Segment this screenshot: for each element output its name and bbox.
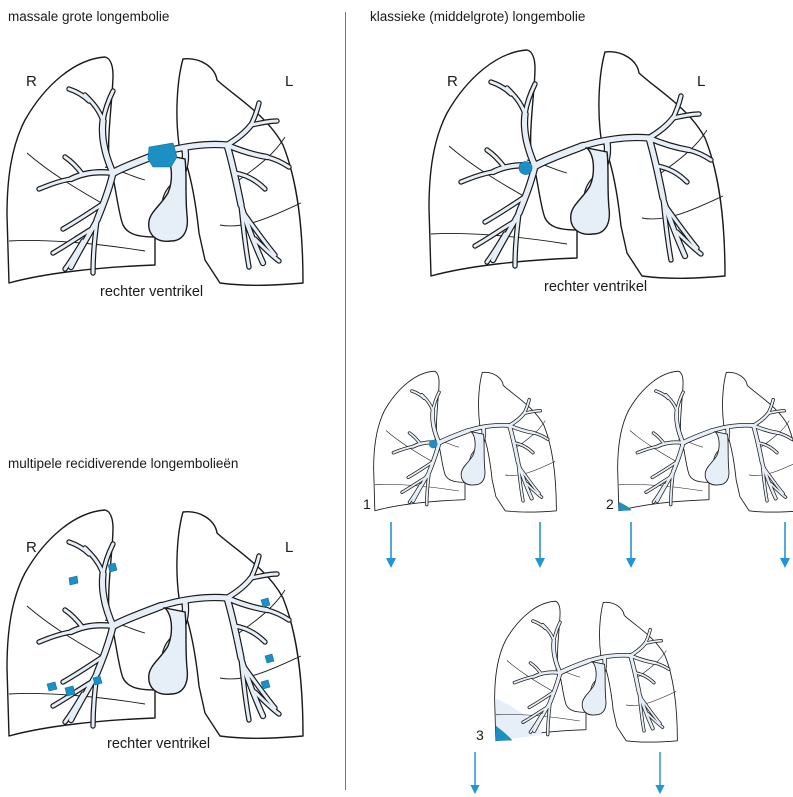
right-ventricle-outflow <box>149 155 188 241</box>
title-multiple: multipele recidiverende longembolieën <box>8 456 238 471</box>
embolus-marker <box>261 598 270 607</box>
embolus-marker <box>148 143 177 167</box>
caption-multiple: rechter ventrikel <box>107 736 210 752</box>
lung-diagram-massive <box>0 55 310 285</box>
caption-massive: rechter ventrikel <box>100 284 203 300</box>
embolus-marker <box>47 682 57 691</box>
right-ventricle-outflow <box>149 608 188 694</box>
arrow-down-icon <box>467 752 483 796</box>
embolus-marker <box>65 686 75 696</box>
lung-diagram-classic <box>422 48 732 278</box>
lung-diagram-step-1 <box>370 370 560 512</box>
step-label-2: 2 <box>606 496 614 512</box>
lung-diagram-step-3 <box>491 600 681 742</box>
right-ventricle-outflow <box>582 662 606 715</box>
arrow-down-icon <box>383 522 399 570</box>
embolus-marker <box>261 680 270 689</box>
arrow-down-icon <box>532 522 548 570</box>
arrow-down-icon <box>777 522 793 570</box>
arrow-down-icon <box>652 752 668 796</box>
embolus-marker <box>108 563 117 572</box>
title-massive: massale grote longembolie <box>8 9 169 24</box>
arrow-down-icon <box>623 522 639 570</box>
title-classic: klassieke (middelgrote) longembolie <box>370 9 585 24</box>
panel-divider <box>345 12 346 790</box>
step-label-3: 3 <box>476 727 484 743</box>
lung-diagram-multiple <box>0 508 310 738</box>
embolus-marker <box>93 676 102 685</box>
embolus-marker <box>519 162 532 175</box>
right-ventricle-outflow <box>705 432 729 485</box>
embolus-marker <box>265 654 274 663</box>
lung-diagram-step-2 <box>614 370 793 512</box>
right-ventricle-outflow <box>571 148 610 234</box>
right-ventricle-outflow <box>461 432 485 485</box>
caption-classic: rechter ventrikel <box>544 279 647 295</box>
embolus-marker <box>429 440 437 448</box>
